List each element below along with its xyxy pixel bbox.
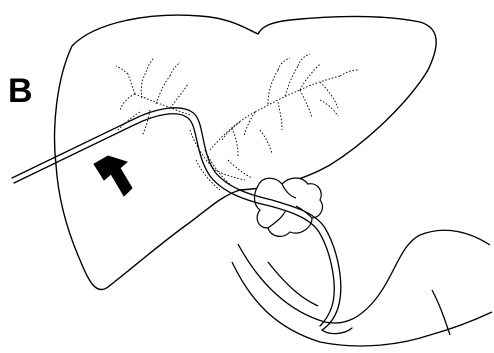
duodenum-outline bbox=[232, 230, 492, 346]
liver-outline bbox=[55, 15, 437, 289]
gallbladder-lobules bbox=[255, 178, 323, 236]
